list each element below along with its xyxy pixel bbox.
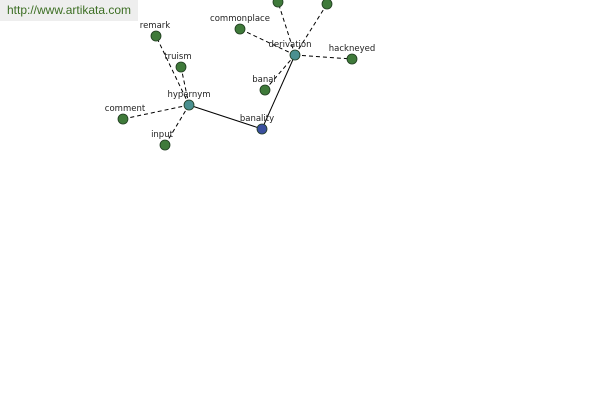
edge-banality-derivation — [261, 54, 296, 130]
edge-derivation-banal — [264, 54, 296, 91]
edge-hypernym-remark — [155, 35, 190, 106]
node-top-right-leaf[interactable] — [321, 0, 333, 10]
edge-derivation-top-right-leaf — [294, 3, 328, 56]
edge-banality-hypernym — [188, 104, 263, 130]
node-label-comment[interactable]: comment — [105, 104, 146, 114]
node-hackneyed[interactable] — [346, 53, 358, 65]
edge-hypernym-comment — [122, 104, 190, 120]
node-commonplace[interactable] — [234, 23, 246, 35]
labels-layer: banality hypernym derivation remark truism co… — [105, 14, 375, 140]
node-banal[interactable] — [259, 84, 271, 96]
node-comment[interactable] — [117, 113, 129, 125]
node-label-hypernym[interactable]: hypernym — [167, 90, 210, 100]
node-top-left-leaf[interactable] — [272, 0, 284, 8]
node-truism[interactable] — [175, 61, 187, 73]
node-label-banality[interactable]: banality — [240, 114, 274, 124]
node-label-commonplace[interactable]: commonplace — [210, 14, 270, 24]
node-label-derivation[interactable]: derivation — [268, 40, 311, 50]
node-remark[interactable] — [150, 30, 162, 42]
node-label-hackneyed[interactable]: hackneyed — [329, 44, 375, 54]
node-label-truism[interactable]: truism — [164, 52, 191, 62]
edge-derivation-hackneyed — [294, 54, 353, 60]
node-derivation[interactable] — [289, 49, 301, 61]
nodes-layer — [117, 0, 358, 151]
node-label-banal[interactable]: banal — [252, 75, 276, 85]
edge-derivation-commonplace — [239, 28, 296, 56]
edge-hypernym-input — [164, 104, 190, 146]
node-label-input[interactable]: input — [151, 130, 174, 140]
site-url-banner[interactable]: http://www.artikata.com — [0, 0, 138, 21]
node-banality[interactable] — [256, 123, 268, 135]
edge-derivation-top-left-leaf — [277, 1, 296, 56]
node-input[interactable] — [159, 139, 171, 151]
node-hypernym[interactable] — [183, 99, 195, 111]
node-label-remark[interactable]: remark — [140, 21, 171, 31]
edges-layer — [122, 1, 353, 146]
